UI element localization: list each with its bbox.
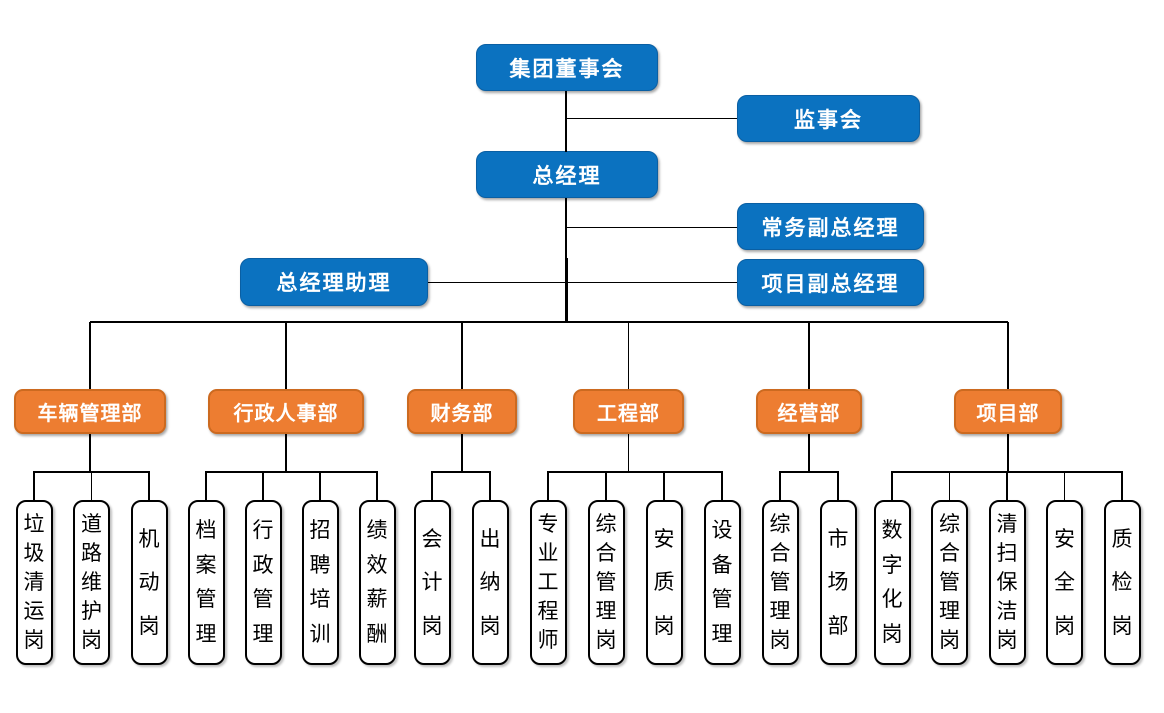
connector-position-drop [663, 471, 665, 500]
connector-dept-stem [808, 434, 810, 471]
node-position-0-0: 垃圾清运岗 [15, 500, 53, 665]
node-supervisory-board: 监事会 [737, 95, 920, 142]
node-group-board: 集团董事会 [476, 44, 658, 91]
node-position-1-3: 绩效薪酬 [358, 500, 396, 665]
connector-to-exec-deputy [566, 226, 737, 228]
node-position-1-1: 行政管理 [244, 500, 282, 665]
node-position-5-1: 综合管理岗 [931, 500, 968, 665]
connector-sub-horizontal [431, 471, 491, 473]
connector-dept-drop [627, 322, 630, 389]
node-position-5-3: 安全岗 [1046, 500, 1083, 665]
position-label: 市场部 [827, 527, 849, 638]
connector-position-drop [33, 471, 35, 500]
node-department-4: 经营部 [756, 389, 862, 434]
connector-to-supervisory [566, 117, 737, 119]
node-position-3-3: 设备管理 [703, 500, 741, 665]
connector-position-drop [547, 471, 549, 500]
position-label: 质检岗 [1111, 527, 1133, 638]
node-executive-deputy-gm: 常务副总经理 [737, 203, 924, 250]
position-label: 档案管理 [195, 518, 217, 647]
node-department-2: 财务部 [407, 389, 517, 434]
connector-position-drop [262, 471, 264, 500]
position-label: 综合管理岗 [595, 513, 617, 652]
node-general-manager: 总经理 [476, 151, 658, 198]
connector-dept-stem [89, 434, 91, 471]
connector-dept-stem [1007, 434, 1009, 471]
connector-dept-drop [285, 322, 287, 389]
connector-position-drop [891, 471, 893, 500]
node-position-0-2: 机动岗 [130, 500, 168, 665]
connector-position-drop [319, 471, 321, 500]
connector-position-drop [837, 471, 839, 500]
connector-board-to-gm [565, 91, 567, 152]
connector-position-drop [605, 471, 607, 500]
position-label: 出纳岗 [479, 527, 501, 638]
connector-position-drop [90, 471, 93, 500]
connector-sub-horizontal [547, 471, 723, 473]
connector-position-drop [1121, 471, 1123, 500]
node-department-1: 行政人事部 [208, 389, 364, 434]
position-label: 机动岗 [138, 527, 160, 638]
node-position-4-1: 市场部 [819, 500, 857, 665]
position-label: 招聘培训 [309, 518, 331, 647]
connector-gm-trunk-lower [564, 258, 568, 322]
node-gm-assistant: 总经理助理 [240, 258, 428, 306]
connector-position-drop [721, 471, 723, 500]
node-position-3-2: 安质岗 [645, 500, 683, 665]
connector-dept-drop [1007, 322, 1009, 389]
connector-dept-drop [461, 322, 463, 389]
connector-assistant-projdeputy [428, 281, 737, 283]
position-label: 清扫保洁岗 [996, 513, 1018, 652]
connector-position-drop [489, 471, 491, 500]
connector-dept-stem [285, 434, 287, 471]
connector-position-drop [148, 471, 150, 500]
position-label: 道路维护岗 [81, 513, 102, 652]
connector-main-horizontal [90, 321, 1008, 323]
connector-position-drop [431, 471, 433, 500]
connector-position-drop [1063, 471, 1066, 500]
node-position-5-4: 质检岗 [1103, 500, 1141, 665]
position-label: 设备管理 [711, 518, 733, 647]
connector-position-drop [948, 471, 951, 500]
position-label: 垃圾清运岗 [23, 513, 45, 652]
connector-position-drop [779, 471, 781, 500]
position-label: 专业工程师 [537, 513, 559, 652]
connector-dept-drop [808, 322, 810, 389]
position-label: 综合管理岗 [769, 513, 791, 652]
node-position-0-1: 道路维护岗 [73, 500, 110, 665]
node-position-2-1: 出纳岗 [471, 500, 509, 665]
node-position-2-0: 会计岗 [413, 500, 451, 665]
node-department-0: 车辆管理部 [14, 389, 166, 434]
connector-position-drop [205, 471, 207, 500]
node-position-3-0: 专业工程师 [529, 500, 567, 665]
node-position-3-1: 综合管理岗 [587, 500, 625, 665]
connector-sub-horizontal [779, 471, 839, 473]
position-label: 数字化岗 [881, 518, 903, 647]
node-department-5: 项目部 [954, 389, 1062, 434]
node-department-3: 工程部 [573, 389, 684, 434]
position-label: 安质岗 [653, 527, 675, 638]
connector-sub-horizontal [205, 471, 378, 473]
position-label: 综合管理岗 [939, 513, 960, 652]
connector-dept-stem [461, 434, 463, 471]
connector-dept-stem [627, 434, 630, 471]
node-position-4-0: 综合管理岗 [761, 500, 799, 665]
connector-position-drop [1006, 471, 1008, 500]
position-label: 绩效薪酬 [366, 518, 388, 647]
node-position-1-0: 档案管理 [187, 500, 225, 665]
connector-dept-drop [89, 322, 91, 389]
node-position-5-2: 清扫保洁岗 [988, 500, 1026, 665]
connector-position-drop [376, 471, 378, 500]
position-label: 安全岗 [1054, 527, 1075, 638]
connector-gm-trunk-upper [565, 198, 567, 258]
position-label: 行政管理 [252, 518, 274, 647]
node-project-deputy-gm: 项目副总经理 [737, 259, 924, 306]
position-label: 会计岗 [421, 527, 443, 638]
node-position-5-0: 数字化岗 [873, 500, 911, 665]
node-position-1-2: 招聘培训 [301, 500, 339, 665]
